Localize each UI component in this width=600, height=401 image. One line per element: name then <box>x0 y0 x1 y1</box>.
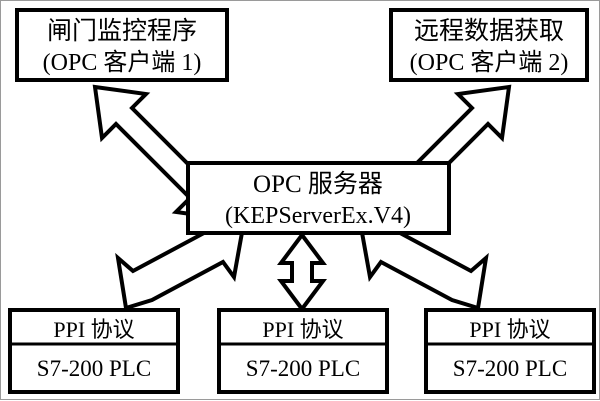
client-2-subtitle: (OPC 客户端 2) <box>410 49 569 76</box>
device-3-protocol-label: PPI 协议 <box>469 317 550 342</box>
client-1-subtitle: (OPC 客户端 1) <box>43 49 202 76</box>
device-3-model-label: S7-200 PLC <box>453 356 567 381</box>
device-2-model-label: S7-200 PLC <box>246 356 360 381</box>
device-1-box[interactable] <box>8 308 180 394</box>
connector-server-to-device2 <box>277 231 327 313</box>
device-2-protocol-label: PPI 协议 <box>262 317 343 342</box>
client-2-box[interactable] <box>389 8 589 82</box>
device-2-node[interactable]: PPI 协议 S7-200 PLC <box>217 308 389 394</box>
device-1-model-label: S7-200 PLC <box>37 356 151 381</box>
client-1-box[interactable] <box>15 8 229 82</box>
opc-server-subtitle: (KEPServerEx.V4) <box>225 203 411 229</box>
opc-server-node[interactable]: OPC 服务器 (KEPServerEx.V4) <box>186 161 451 235</box>
device-1-node[interactable]: PPI 协议 S7-200 PLC <box>8 308 180 394</box>
client-1-node[interactable]: 闸门监控程序 (OPC 客户端 1) <box>15 8 229 82</box>
device-2-box[interactable] <box>217 308 389 394</box>
opc-server-box[interactable] <box>186 161 451 235</box>
device-1-protocol-label: PPI 协议 <box>53 317 134 342</box>
client-2-title: 远程数据获取 <box>414 17 564 45</box>
device-3-node[interactable]: PPI 协议 S7-200 PLC <box>424 308 596 394</box>
double-headed-block-arrow-vertical <box>277 231 327 313</box>
client-1-title: 闸门监控程序 <box>47 17 197 45</box>
opc-server-title: OPC 服务器 <box>253 170 383 198</box>
device-3-box[interactable] <box>424 308 596 394</box>
client-2-node[interactable]: 远程数据获取 (OPC 客户端 2) <box>389 8 589 82</box>
